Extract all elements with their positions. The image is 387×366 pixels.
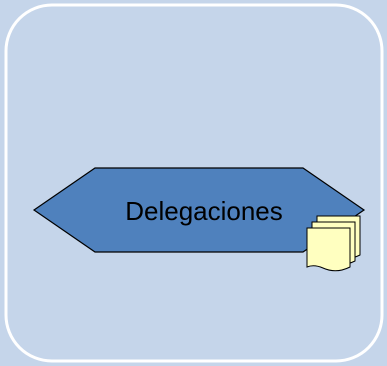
multi-document-icon [306, 215, 361, 272]
hexagon-shape [32, 167, 366, 253]
shape-label: Delegaciones [125, 196, 283, 226]
process-shape[interactable]: Delegaciones [32, 167, 366, 253]
